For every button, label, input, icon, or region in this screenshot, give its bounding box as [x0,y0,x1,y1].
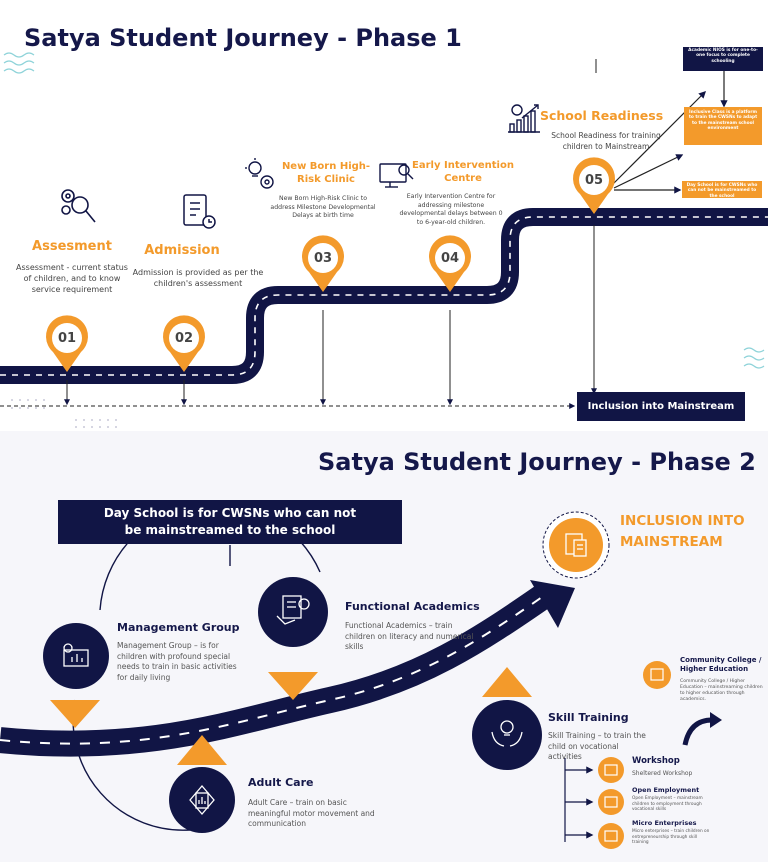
workshop-icon [598,757,624,783]
phase1-road [0,208,768,384]
hands-lightbulb-icon [491,720,523,747]
step-03-desc: New Born High-Risk Clinic to address Mil… [270,195,376,219]
goal-icon [565,533,587,557]
lightbulb-gear-icon [245,158,274,189]
pin-03 [302,235,345,292]
skill-desc: Skill Training – to train the child on v… [548,731,646,761]
management-title: Management Group [117,621,240,634]
decor-dots [11,399,117,428]
phase1-title: Satya Student Journey - Phase 1 [24,24,462,52]
growth-chart-icon [508,104,540,133]
functional-desc: Functional Academics – train children on… [345,621,474,651]
enterprise-title: Micro Enterprises [632,819,697,827]
skill-title: Skill Training [548,711,629,724]
step-03-number: 03 [313,251,333,266]
triangle-down-left [50,700,100,728]
goal-title: INCLUSION INTO MAINSTREAM [620,513,745,550]
gears-magnifier-icon [61,189,96,223]
step-02-title: Admission [144,243,220,258]
workshop-desc: Sheltered Workshop [632,770,693,777]
college-icon [643,661,671,689]
decor-waves [3,52,765,369]
step-04-desc: Early Intervention Centre for addressing… [399,193,503,226]
adult-care-desc: Adult Care – train on basic meaningful m… [248,798,375,828]
step-01-desc: Assessment - current status of children,… [16,263,128,294]
enterprise-icon [598,823,624,849]
employment-icon [598,789,624,815]
dayschool-banner: Day School is for CWSNs who can not be m… [58,500,402,544]
functional-title: Functional Academics [345,600,480,613]
step-01-number: 01 [57,331,77,346]
side-box-dayschool: Day School is for CWSNs who can not be m… [682,181,762,199]
employment-title: Open Employment [632,786,700,794]
step-05-title: School Readiness [540,108,664,123]
pin-05 [573,157,616,214]
step-03-title: New Born High-Risk Clinic [281,161,371,185]
checklist-clock-icon [183,194,216,229]
pin-02 [163,315,206,372]
monitor-search-icon [379,163,414,188]
employment-desc: Open Employment – mainstream children to… [632,796,703,813]
pin-arrows [64,59,597,406]
pin-01 [46,315,89,372]
handshake-document-icon [276,595,310,625]
step-04-title: Early Intervention Centre [412,160,514,184]
step-01-title: Assesment [32,239,112,254]
functional-circle [258,577,328,647]
phase2-road [0,580,575,757]
management-circle [43,623,109,689]
clipboard-chart-icon [189,785,215,815]
triangle-up-right [482,667,532,697]
side-box-academic: Academic NIOS is for one-to-one focus to… [683,47,763,71]
college-desc: Community College / Higher Education – m… [680,679,763,702]
adult-care-title: Adult Care [248,776,314,789]
step-05-desc: School Readiness for training children t… [551,131,661,151]
college-title: Community College / Higher Education [680,656,762,673]
triangle-down-mid [268,672,318,700]
step-02-desc: Admission is provided as per the childre… [132,268,264,288]
enterprise-desc: Micro enterprises – train children on en… [632,829,710,846]
step-05-number: 05 [584,173,604,188]
triangle-up-mid [177,735,227,765]
outcome-branches [564,758,594,842]
inclusion-outcome-box: Inclusion into Mainstream [577,392,745,421]
step-04-number: 04 [440,251,460,266]
management-desc: Management Group – is for children with … [117,641,237,682]
phase2-title: Satya Student Journey - Phase 2 [318,448,756,476]
money-chart-icon [63,643,89,667]
step-02-number: 02 [174,331,194,346]
workshop-title: Workshop [632,756,680,766]
loop-arc-bottom [72,699,191,831]
side-box-inclusive: Inclusive Class is a platform to train t… [684,107,762,145]
college-arrow [682,717,713,746]
pin-04 [429,235,472,292]
